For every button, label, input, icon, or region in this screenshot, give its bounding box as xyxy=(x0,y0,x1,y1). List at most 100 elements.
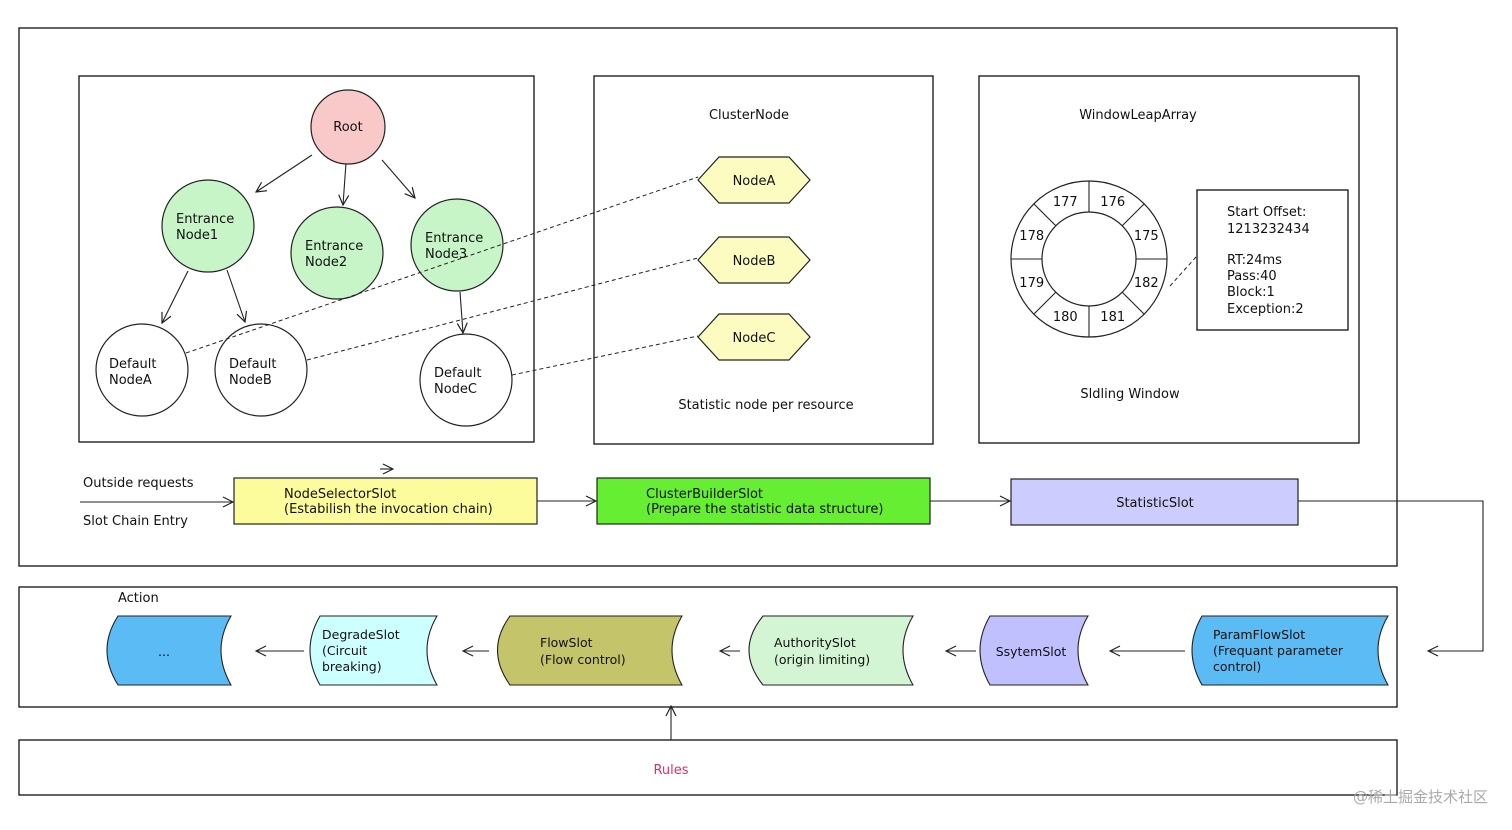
degrade-title: DegradeSlot xyxy=(322,627,400,642)
link-defaultC-nodeC xyxy=(511,335,699,376)
window-leap-array-title: WindowLeapArray xyxy=(1079,108,1197,123)
entrance-node-2: Entrance Node2 xyxy=(290,206,384,300)
info-block: Block:1 xyxy=(1227,285,1275,300)
node-selector-desc: (Estabilish the invocation chain) xyxy=(284,502,493,517)
paramflow-title: ParamFlowSlot xyxy=(1213,627,1305,642)
window-leap-array-panel xyxy=(978,75,1360,444)
statistic-box xyxy=(1010,478,1299,526)
root-label: Root xyxy=(333,120,362,135)
statistic-label: StatisticSlot xyxy=(1116,496,1194,511)
arrow-statistic-to-paramflow xyxy=(1298,500,1484,651)
edge-entrance1-defaultA xyxy=(162,270,189,323)
slot-chain-entry-label: Slot Chain Entry xyxy=(83,514,188,529)
edge-root-entrance1 xyxy=(256,154,313,192)
cluster-node-panel xyxy=(593,75,934,445)
defaultB-circle xyxy=(214,323,308,417)
root-node: Root xyxy=(310,89,386,165)
sliding-window-caption: Sldling Window xyxy=(1080,387,1180,402)
flow-title: FlowSlot xyxy=(540,635,593,650)
nodeA-hexagon xyxy=(697,156,811,204)
default-node-a: Default NodeA xyxy=(95,323,189,417)
flow-slot: FlowSlot (Flow control) xyxy=(497,615,683,686)
degrade-desc1: (Circuit xyxy=(322,643,367,658)
ring-bucket-label: 182 xyxy=(1134,276,1159,291)
ring-spoke xyxy=(1121,203,1145,227)
link-ring-info xyxy=(1169,256,1197,287)
nodeB-hexagon xyxy=(697,236,811,284)
system-label: SsytemSlot xyxy=(996,644,1067,659)
defaultA-line2: NodeA xyxy=(109,373,152,388)
edge-entrance3-defaultC xyxy=(460,291,463,333)
entrance3-line2: Node3 xyxy=(425,247,467,262)
edge-root-entrance3 xyxy=(381,159,415,198)
cluster-node-title: ClusterNode xyxy=(709,108,789,123)
action-frame xyxy=(18,586,1398,708)
ring-spoke xyxy=(1121,291,1145,315)
link-defaultA-nodeA xyxy=(185,176,699,354)
cluster-node-a: NodeA xyxy=(697,156,811,204)
info-exception: Exception:2 xyxy=(1227,302,1304,317)
entrance2-circle xyxy=(290,206,384,300)
ring-spoke xyxy=(1033,291,1057,315)
ring-bucket-label: 176 xyxy=(1100,195,1125,210)
entrance2-line2: Node2 xyxy=(305,255,347,270)
paramflow-desc1: (Frequant parameter xyxy=(1213,643,1344,658)
ring-bucket-label: 177 xyxy=(1053,195,1078,210)
node-selector-title: NodeSelectorSlot xyxy=(284,487,396,502)
cluster-builder-box xyxy=(596,477,931,525)
defaultC-line1: Default xyxy=(434,366,482,381)
cluster-node-caption: Statistic node per resource xyxy=(678,398,853,413)
entrance1-line2: Node1 xyxy=(176,228,218,243)
defaultB-line2: NodeB xyxy=(229,373,272,388)
defaultA-line1: Default xyxy=(109,357,157,372)
nodeC-label: NodeC xyxy=(732,331,775,346)
authority-desc: (origin limiting) xyxy=(774,652,870,667)
defaultB-line1: Default xyxy=(229,357,277,372)
link-defaultB-nodeB xyxy=(306,257,699,361)
paramflow-desc2: control) xyxy=(1213,659,1261,674)
rules-label: Rules xyxy=(653,763,688,778)
default-node-c: Default NodeC xyxy=(419,333,513,427)
entrance-node-3: Entrance Node3 xyxy=(410,198,504,292)
defaultC-line2: NodeC xyxy=(434,382,477,397)
paramflow-shape xyxy=(1191,615,1389,686)
cluster-builder-desc: (Prepare the statistic data structure) xyxy=(646,502,883,517)
system-slot: SsytemSlot xyxy=(979,615,1089,686)
action-label: Action xyxy=(118,591,159,606)
cluster-builder-slot: ClusterBuilderSlot (Prepare the statisti… xyxy=(596,477,931,525)
ellipsis-shape xyxy=(106,615,232,686)
default-node-b: Default NodeB xyxy=(214,323,308,417)
cluster-builder-title: ClusterBuilderSlot xyxy=(646,487,763,502)
ellipsis-slot: ... xyxy=(106,615,232,686)
entrance3-line1: Entrance xyxy=(425,231,483,246)
ring-bucket-label: 179 xyxy=(1019,276,1044,291)
root-circle xyxy=(310,89,386,165)
bucket-info-box xyxy=(1196,189,1349,331)
edge-root-entrance2 xyxy=(343,162,346,205)
info-rt: RT:24ms xyxy=(1227,253,1282,268)
cluster-node-b: NodeB xyxy=(697,236,811,284)
entrance2-line1: Entrance xyxy=(305,239,363,254)
ring-inner xyxy=(1041,211,1137,307)
authority-title: AuthoritySlot xyxy=(774,635,856,650)
rules-frame xyxy=(18,739,1398,796)
ring-bucket-label: 175 xyxy=(1134,229,1159,244)
cluster-node-c: NodeC xyxy=(697,313,811,361)
ring-spoke xyxy=(1033,203,1057,227)
node-selector-slot: NodeSelectorSlot (Estabilish the invocat… xyxy=(233,477,538,525)
cluster-links xyxy=(185,176,699,376)
degrade-shape xyxy=(309,615,438,686)
statistic-slot: StatisticSlot xyxy=(1010,478,1299,526)
upper-frame xyxy=(18,27,1398,567)
flow-desc: (Flow control) xyxy=(540,652,626,667)
paramflow-slot: ParamFlowSlot (Frequant parameter contro… xyxy=(1191,615,1389,686)
ellipsis-label: ... xyxy=(158,644,170,659)
entrance1-circle xyxy=(161,179,255,273)
authority-shape xyxy=(748,615,914,686)
watermark-text: @稀土掘金技术社区 xyxy=(1353,788,1488,806)
nodeC-hexagon xyxy=(697,313,811,361)
node-selector-box xyxy=(233,477,538,525)
degrade-desc2: breaking) xyxy=(322,659,382,674)
